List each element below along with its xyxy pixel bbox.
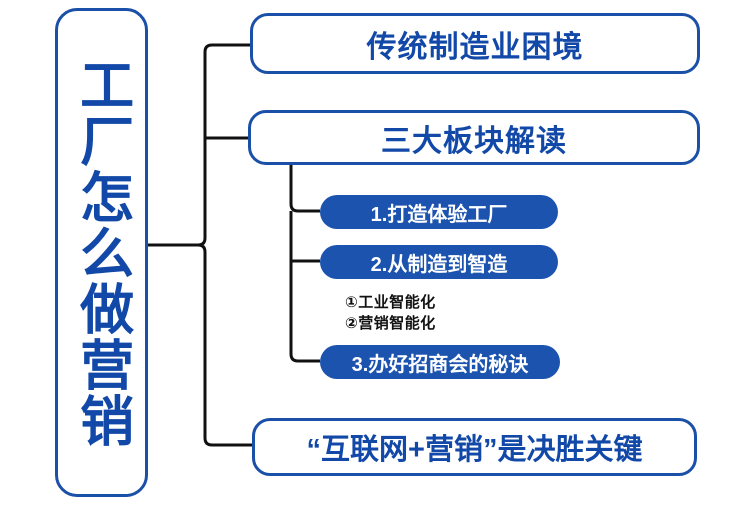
connector-to-pill-3 — [289, 211, 320, 363]
branch-node-three-modules[interactable]: 三大板块解读 — [248, 110, 700, 165]
branch-node-label: “互联网+营销”是决胜关键 — [306, 434, 643, 466]
leaf-node-marketing-intelligence: ②营销智能化 — [345, 315, 436, 332]
branch-node-traditional-manufacturing[interactable]: 传统制造业困境 — [250, 13, 700, 74]
connector-to-branch-1 — [197, 43, 250, 247]
connector-to-pill-1 — [289, 165, 320, 213]
sub-node-manufacturing-to-intelligent[interactable]: 2.从制造到智造 — [320, 245, 558, 279]
sub-node-experience-factory[interactable]: 1.打造体验工厂 — [320, 195, 558, 229]
root-node-label: 工厂怎么做营销 — [71, 56, 132, 449]
sub-node-label: 1.打造体验工厂 — [370, 203, 508, 226]
sub-node-label: 3.办好招商会的秘诀 — [351, 353, 529, 376]
connector-to-branch-4 — [197, 243, 252, 447]
root-node[interactable]: 工厂怎么做营销 — [55, 8, 148, 497]
sub-node-label: 2.从制造到智造 — [370, 253, 508, 276]
branch-node-internet-marketing[interactable]: “互联网+营销”是决胜关键 — [252, 418, 697, 476]
sub-node-investment-fair-secrets[interactable]: 3.办好招商会的秘诀 — [320, 345, 560, 379]
branch-node-label: 传统制造业困境 — [366, 30, 584, 64]
leaf-node-industrial-intelligence: ①工业智能化 — [345, 294, 436, 311]
branch-node-label: 三大板块解读 — [381, 124, 567, 158]
